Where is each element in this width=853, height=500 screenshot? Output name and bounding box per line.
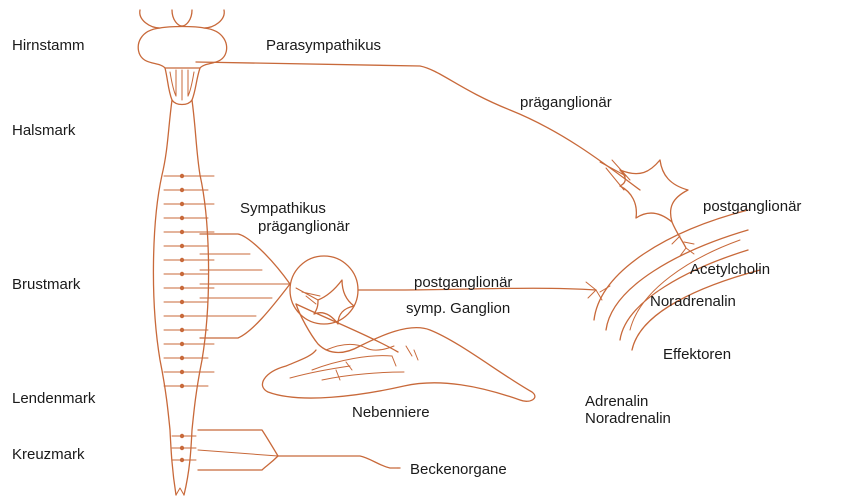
- segment-neuron: [180, 174, 184, 178]
- label-parasympathikus: Parasympathikus: [266, 37, 381, 54]
- label-noradrenalin: Noradrenalin: [650, 293, 736, 310]
- adrenal-gland: [262, 304, 534, 401]
- label-lendenmark: Lendenmark: [12, 390, 95, 407]
- segment-neuron: [180, 342, 184, 346]
- label-effektoren: Effektoren: [663, 346, 731, 363]
- parasympathetic-preganglionic-fiber: [196, 62, 640, 190]
- segment-neuron: [180, 286, 184, 290]
- label-adrenalin: Adrenalin: [585, 393, 648, 410]
- label-beckenorgane: Beckenorgane: [410, 461, 507, 478]
- segment-neuron: [180, 230, 184, 234]
- label-postganglionaer-symp: postganglionär: [414, 274, 512, 291]
- segment-neuron: [180, 244, 184, 248]
- parasympathetic-ganglion: [600, 160, 694, 256]
- brainstem-shape: [138, 10, 226, 105]
- segment-neuron: [180, 314, 184, 318]
- segment-neuron: [180, 216, 184, 220]
- sacral-neuron: [180, 446, 184, 450]
- label-adrenalin-noradrenalin: Noradrenalin: [585, 410, 671, 427]
- segment-neuron: [180, 188, 184, 192]
- label-praeganglionaer-para: präganglionär: [520, 94, 612, 111]
- label-postganglionaer-para: postganglionär: [703, 198, 801, 215]
- segment-neuron: [180, 370, 184, 374]
- segment-neuron: [180, 272, 184, 276]
- segment-neuron: [180, 300, 184, 304]
- segment-neuron: [180, 202, 184, 206]
- sacral-neuron: [180, 458, 184, 462]
- label-nebenniere: Nebenniere: [352, 404, 430, 421]
- label-sympathikus: Sympathikus: [240, 200, 326, 217]
- label-praeganglionaer-symp: präganglionär: [258, 218, 350, 235]
- segment-neuron: [180, 258, 184, 262]
- label-halsmark: Halsmark: [12, 122, 75, 139]
- label-symp-ganglion: symp. Ganglion: [406, 300, 510, 317]
- segment-neuron: [180, 328, 184, 332]
- label-hirnstamm: Hirnstamm: [12, 37, 85, 54]
- sacral-neuron: [180, 434, 184, 438]
- segment-neuron: [180, 384, 184, 388]
- sympathetic-trunk-bundle: [198, 234, 398, 470]
- label-acetylcholin: Acetylcholin: [690, 261, 770, 278]
- label-brustmark: Brustmark: [12, 276, 80, 293]
- label-kreuzmark: Kreuzmark: [12, 446, 85, 463]
- segment-neuron: [180, 356, 184, 360]
